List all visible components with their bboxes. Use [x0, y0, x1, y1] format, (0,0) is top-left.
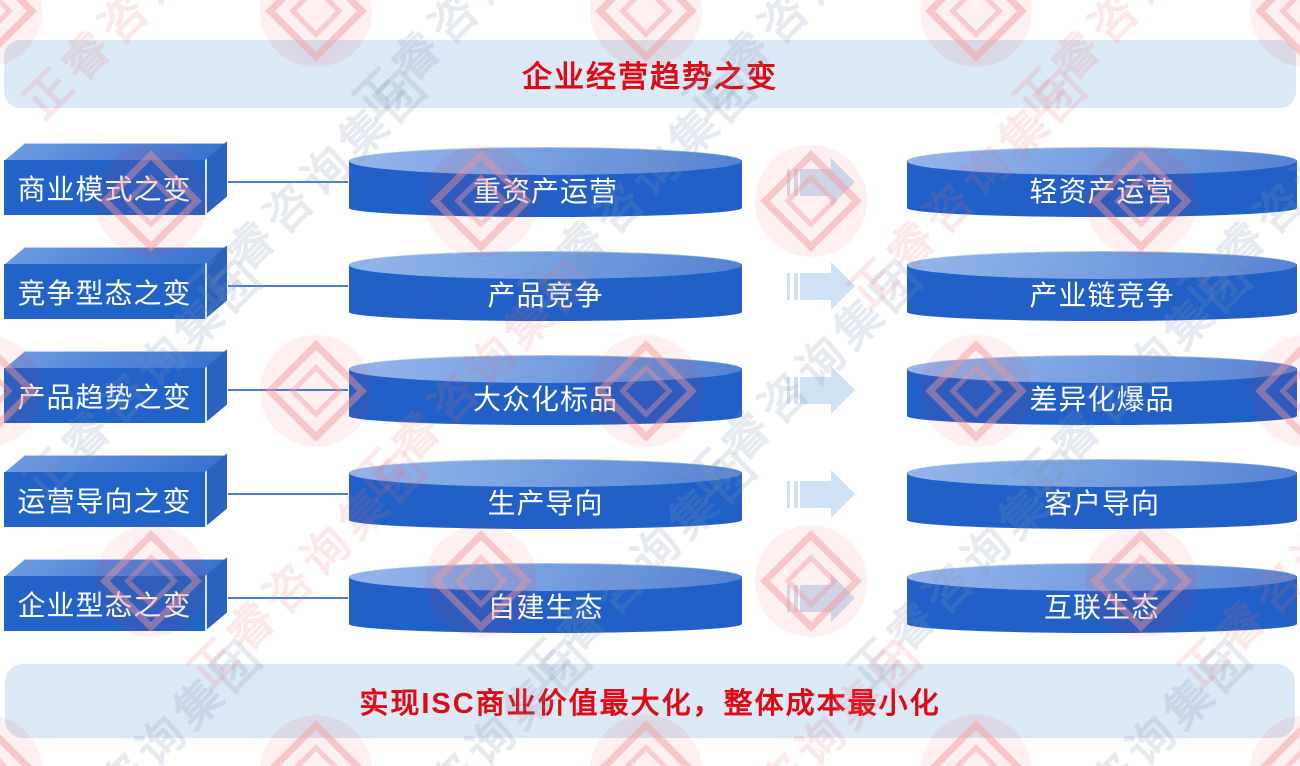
arrow-stripe — [787, 481, 790, 508]
transform-arrow-icon — [787, 470, 857, 519]
transform-arrow-icon — [787, 574, 857, 623]
arrow-body — [800, 169, 831, 196]
from-cylinder: 重资产运营 — [349, 147, 742, 217]
page-title: 企业经营趋势之变 — [522, 61, 778, 94]
connector-line — [228, 285, 348, 287]
arrow-stripe — [787, 377, 790, 404]
to-state-label: 客户导向 — [1043, 487, 1160, 519]
from-cylinder: 产品竞争 — [349, 251, 742, 321]
arrow-body — [800, 377, 831, 404]
from-cylinder: 生产导向 — [349, 459, 742, 529]
arrow-head — [831, 470, 855, 518]
trend-row: 竞争型态之变 产品竞争 产业链竞争 — [0, 104, 1300, 321]
category-box-3d: 企业型态之变 — [4, 557, 227, 631]
arrow-stripe — [794, 481, 798, 508]
category-box-3d: 竞争型态之变 — [4, 245, 227, 319]
cylinder-top-face — [349, 563, 742, 591]
arrow-stripe — [787, 273, 790, 300]
cylinder-top-face — [349, 355, 742, 383]
arrow-stripe — [794, 585, 798, 612]
to-state-label: 轻资产运营 — [1029, 175, 1175, 207]
arrow-body — [800, 481, 831, 508]
connector-line — [228, 493, 348, 495]
box-front-face: 运营导向之变 — [4, 472, 205, 527]
trend-row: 企业型态之变 自建生态 互联生态 — [0, 416, 1300, 633]
from-state-label: 生产导向 — [487, 487, 604, 519]
arrow-stripe — [787, 169, 790, 196]
to-cylinder: 互联生态 — [907, 563, 1297, 633]
category-label: 竞争型态之变 — [17, 277, 192, 309]
to-cylinder: 产业链竞争 — [907, 251, 1297, 321]
category-box-3d: 产品趋势之变 — [4, 349, 227, 423]
category-box-3d: 商业模式之变 — [4, 141, 227, 215]
cylinder-top-face — [349, 251, 742, 279]
arrow-head — [831, 366, 855, 414]
cylinder-top-face — [349, 147, 742, 175]
from-state-label: 大众化标品 — [472, 383, 618, 415]
header-bar: 企业经营趋势之变 — [4, 40, 1296, 108]
from-state-label: 产品竞争 — [487, 279, 604, 311]
box-front-face: 产品趋势之变 — [4, 368, 205, 423]
arrow-body — [800, 273, 831, 300]
box-front-face: 竞争型态之变 — [4, 264, 205, 319]
box-front-face: 企业型态之变 — [4, 576, 205, 631]
to-state-label: 互联生态 — [1043, 591, 1160, 623]
arrow-stripe — [794, 273, 798, 300]
box-top-face — [4, 559, 227, 577]
from-cylinder: 大众化标品 — [349, 355, 742, 425]
category-label: 商业模式之变 — [17, 173, 192, 205]
cylinder-top-face — [907, 251, 1297, 279]
from-state-label: 自建生态 — [487, 591, 604, 623]
transform-arrow-icon — [787, 262, 857, 311]
cylinder-top-face — [907, 355, 1297, 383]
to-cylinder: 轻资产运营 — [907, 147, 1297, 217]
to-state-label: 差异化爆品 — [1029, 383, 1175, 415]
category-label: 企业型态之变 — [17, 589, 192, 621]
transform-arrow-icon — [787, 366, 857, 415]
to-cylinder: 客户导向 — [907, 459, 1297, 529]
to-cylinder: 差异化爆品 — [907, 355, 1297, 425]
arrow-stripe — [794, 169, 798, 196]
connector-line — [228, 389, 348, 391]
cylinder-top-face — [907, 459, 1297, 487]
cylinder-top-face — [907, 563, 1297, 591]
footer-statement: 实现ISC商业价值最大化，整体成本最小化 — [359, 688, 941, 720]
category-box-3d: 运营导向之变 — [4, 453, 227, 527]
trend-row: 商业模式之变 重资产运营 轻资产运营 — [0, 0, 1300, 217]
arrow-stripe — [787, 585, 790, 612]
trend-row: 运营导向之变 生产导向 客户导向 — [0, 312, 1300, 529]
to-state-label: 产业链竞争 — [1029, 279, 1175, 311]
arrow-head — [831, 158, 855, 206]
from-cylinder: 自建生态 — [349, 563, 742, 633]
box-front-face: 商业模式之变 — [4, 160, 205, 215]
footer-bar: 实现ISC商业价值最大化，整体成本最小化 — [5, 664, 1295, 738]
arrow-head — [831, 262, 855, 310]
arrow-stripe — [794, 377, 798, 404]
transform-arrow-icon — [787, 158, 857, 207]
cylinder-top-face — [907, 147, 1297, 175]
connector-line — [228, 181, 348, 183]
arrow-body — [800, 585, 831, 612]
category-label: 产品趋势之变 — [17, 381, 192, 413]
arrow-head — [831, 574, 855, 622]
from-state-label: 重资产运营 — [472, 175, 618, 207]
category-label: 运营导向之变 — [17, 485, 192, 517]
cylinder-top-face — [349, 459, 742, 487]
trend-row: 产品趋势之变 大众化标品 差异化爆品 — [0, 208, 1300, 425]
connector-line — [228, 597, 348, 599]
